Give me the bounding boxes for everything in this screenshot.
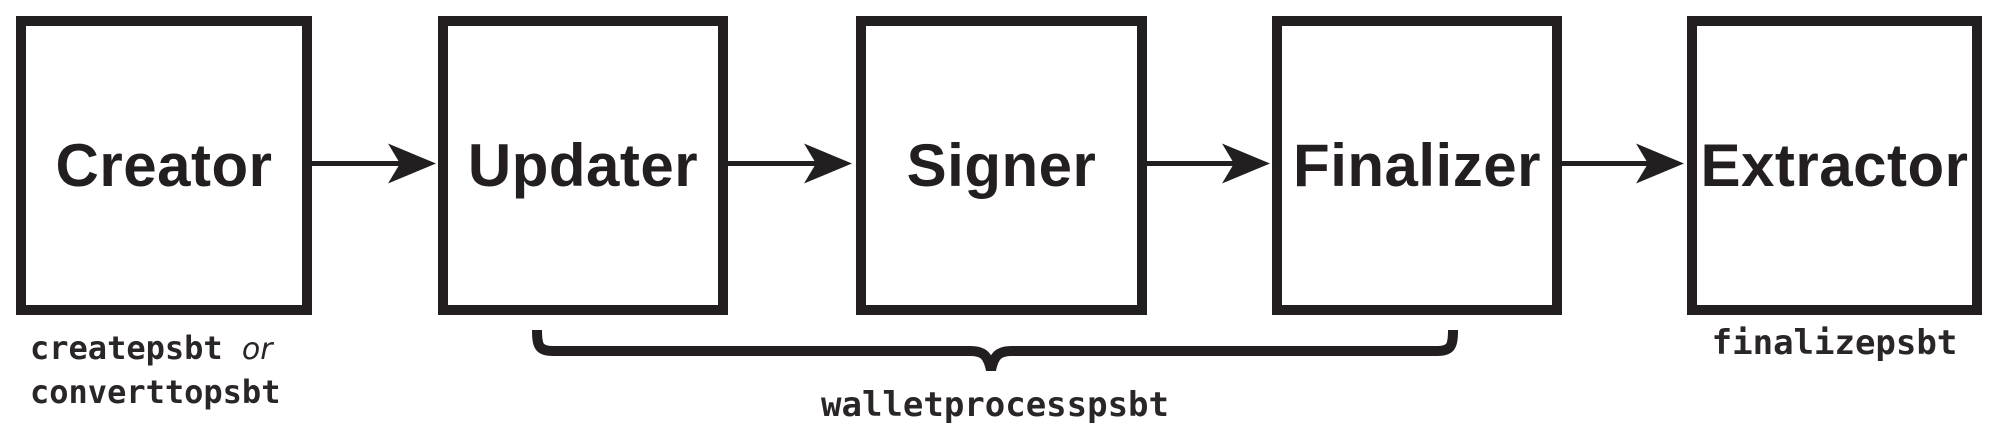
arrow-creator-to-updater — [311, 143, 436, 184]
stage-box-finalizer: Finalizer — [1272, 16, 1562, 315]
creator-commands-caption: createpsbt or converttopsbt — [30, 327, 280, 414]
stage-label-finalizer: Finalizer — [1293, 132, 1541, 199]
stage-box-signer: Signer — [856, 16, 1147, 315]
finalize-psbt-caption: finalizepsbt — [1711, 323, 1958, 363]
create-psbt-command: createpsbt — [30, 329, 223, 367]
arrow-finalizer-to-extractor — [1561, 143, 1684, 184]
stage-box-creator: Creator — [16, 16, 312, 315]
stage-label-signer: Signer — [906, 132, 1097, 199]
or-conjunction: or — [241, 332, 273, 367]
stage-label-updater: Updater — [467, 132, 699, 199]
stage-box-updater: Updater — [438, 16, 728, 315]
stage-box-extractor: Extractor — [1687, 16, 1982, 315]
arrow-updater-to-signer — [727, 143, 852, 184]
creator-caption-line-2: converttopsbt — [30, 371, 280, 414]
wallet-process-psbt-caption: walletprocesspsbt — [821, 385, 1169, 425]
brace-wallet-process — [532, 329, 1458, 372]
convert-to-psbt-command: converttopsbt — [30, 373, 281, 411]
arrow-signer-to-finalizer — [1146, 143, 1270, 184]
stage-label-extractor: Extractor — [1700, 132, 1969, 199]
creator-caption-line-1: createpsbt or — [30, 327, 280, 371]
stage-label-creator: Creator — [55, 132, 273, 199]
